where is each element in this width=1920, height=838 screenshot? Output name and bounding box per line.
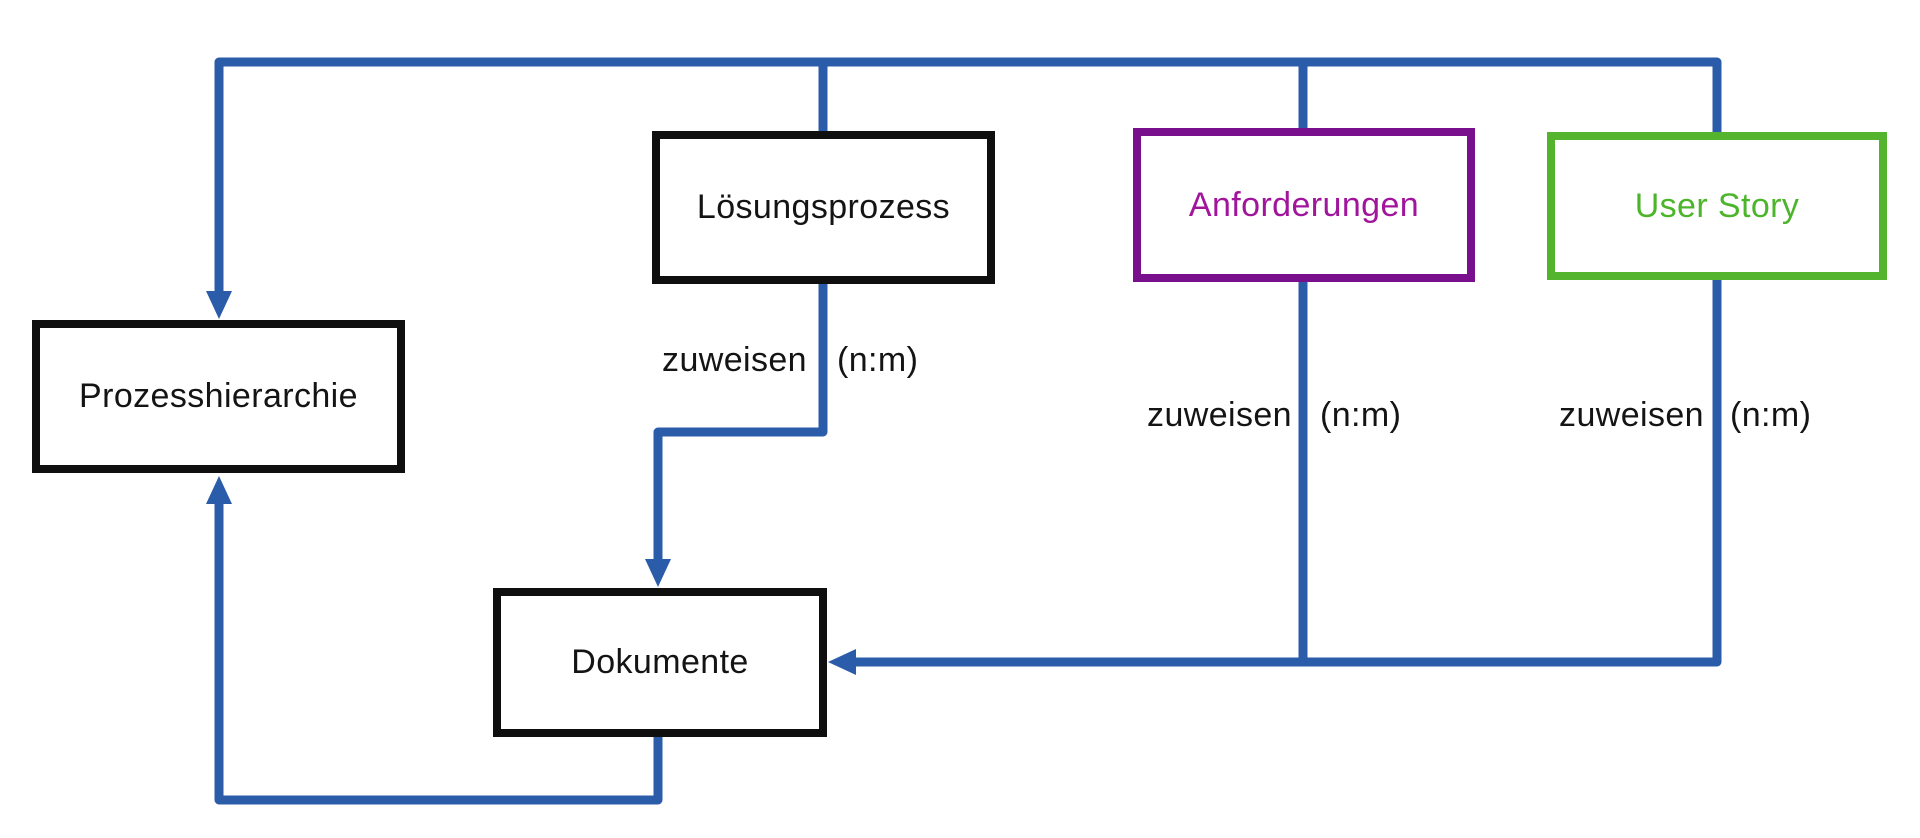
node-user-story-label: User Story bbox=[1634, 186, 1800, 225]
node-dokumente: Dokumente bbox=[493, 588, 827, 737]
arrowhead-into-prozesshierarchie-bottom bbox=[206, 476, 232, 504]
connector-topbus-to-prozesshierarchie bbox=[214, 57, 1722, 294]
node-dokumente-label: Dokumente bbox=[571, 643, 749, 681]
node-loesungsprozess-label: Lösungsprozess bbox=[696, 188, 951, 226]
edge-label-loesungsprozess-zuweisen: zuweisen bbox=[662, 341, 807, 379]
node-prozesshierarchie: Prozesshierarchie bbox=[32, 320, 405, 473]
arrowhead-into-dokumente-top bbox=[645, 559, 671, 587]
node-loesungsprozess: Lösungsprozess bbox=[652, 131, 995, 284]
node-user-story: User Story bbox=[1547, 132, 1887, 280]
connector-dokumente-to-prozesshierarchie bbox=[214, 502, 663, 805]
connector-loesungsprozess-to-dokumente bbox=[653, 282, 828, 561]
edge-label-userstory-zuweisen: zuweisen bbox=[1559, 396, 1704, 434]
node-prozesshierarchie-label: Prozesshierarchie bbox=[79, 377, 358, 415]
arrowhead-into-prozesshierarchie-top bbox=[206, 291, 232, 319]
node-anforderungen-label: Anforderungen bbox=[1188, 185, 1420, 224]
edge-cardinality-anforderungen: (n:m) bbox=[1320, 396, 1402, 434]
edge-cardinality-userstory: (n:m) bbox=[1730, 396, 1812, 434]
connector-userstory-to-dokumente bbox=[854, 278, 1722, 667]
edge-label-anforderungen-zuweisen: zuweisen bbox=[1147, 396, 1292, 434]
arrowhead-into-dokumente-right bbox=[828, 649, 856, 675]
node-anforderungen: Anforderungen bbox=[1133, 128, 1475, 282]
edge-cardinality-loesungsprozess: (n:m) bbox=[837, 341, 919, 379]
